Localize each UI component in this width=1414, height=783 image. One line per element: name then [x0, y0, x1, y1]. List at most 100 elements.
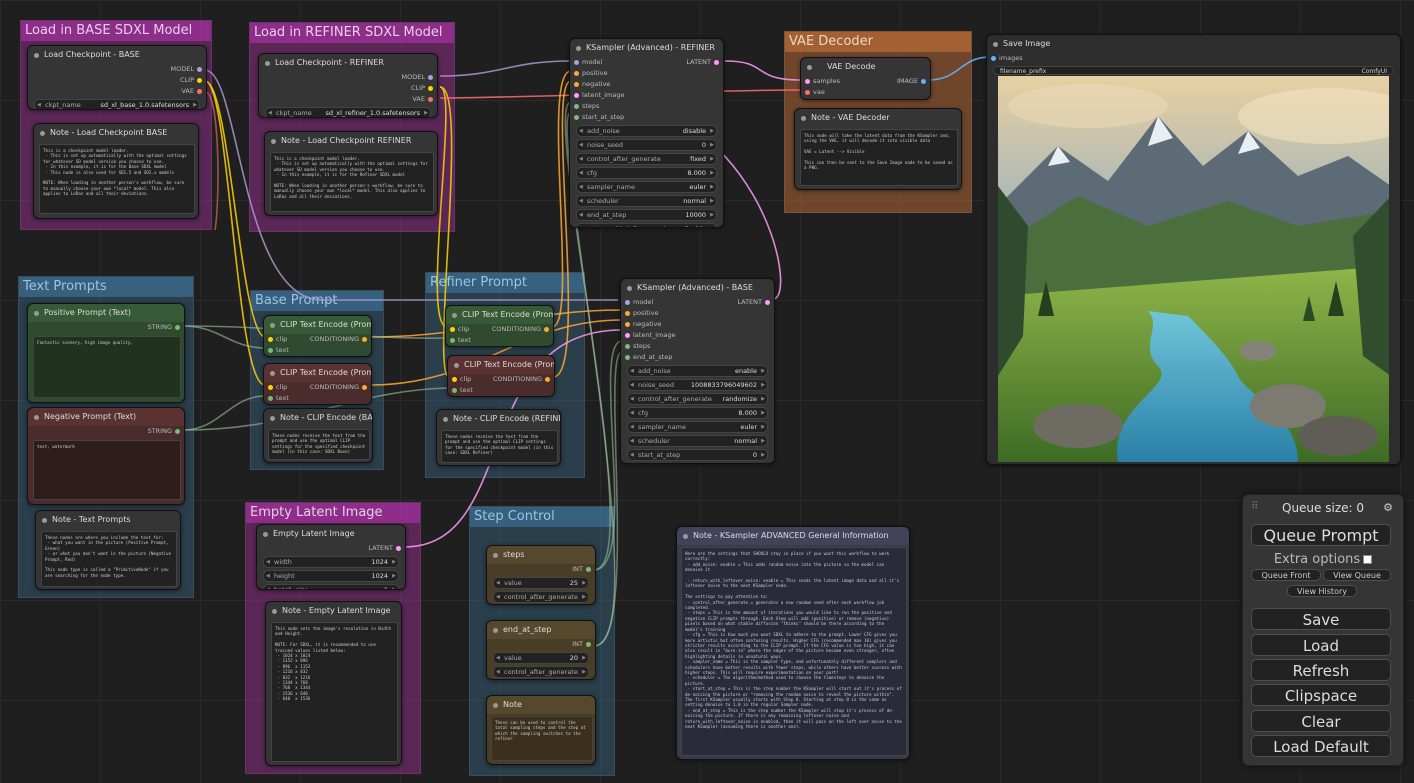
input-start-at-step[interactable]: start_at_step — [570, 112, 660, 123]
node-clip-encode-base-negative[interactable]: CLIP Text Encode (Prompt) clip text COND… — [263, 363, 372, 405]
note-text[interactable]: This node will take the latent data from… — [800, 129, 958, 186]
view-queue-button[interactable]: View Queue — [1323, 569, 1391, 581]
input-dot[interactable] — [450, 327, 455, 332]
node-load-checkpoint-base[interactable]: Load Checkpoint - BASE MODEL CLIP VAE ck… — [27, 45, 207, 110]
node-clip-encode-refiner-positive[interactable]: CLIP Text Encode (Prompt) clip text COND… — [445, 305, 554, 347]
output-string[interactable]: STRING — [28, 426, 184, 437]
node-vae-decode[interactable]: VAE Decode samples vae IMAGE — [800, 57, 931, 100]
input-positive[interactable]: positive — [621, 308, 711, 319]
output-dot[interactable] — [175, 325, 180, 330]
node-title[interactable]: VAE Decode — [801, 58, 930, 76]
node-title[interactable]: Positive Prompt (Text) — [28, 304, 184, 322]
output-clip[interactable]: CLIP — [259, 83, 437, 94]
input-dot[interactable] — [268, 348, 273, 353]
node-title[interactable]: Note - Load Checkpoint REFINER — [265, 132, 437, 150]
output-conditioning[interactable]: CONDITIONING — [301, 334, 371, 345]
node-load-checkpoint-refiner[interactable]: Load Checkpoint - REFINER MODEL CLIP VAE… — [258, 53, 438, 118]
queue-front-button[interactable]: Queue Front — [1251, 569, 1321, 581]
output-dot[interactable] — [428, 75, 433, 80]
note-text[interactable]: These can be used to control the total s… — [491, 716, 593, 761]
note-text[interactable]: Here are the settings that SHOULD stay i… — [681, 547, 907, 756]
node-title[interactable]: KSampler (Advanced) - REFINER — [570, 39, 723, 57]
node-title[interactable]: Load Checkpoint - BASE — [28, 46, 206, 64]
output-dot[interactable] — [428, 86, 433, 91]
negative-prompt-textarea[interactable]: text, watermark — [33, 440, 181, 500]
node-note-checkpoint-base[interactable]: Note - Load Checkpoint BASE This is a ch… — [33, 123, 199, 219]
input-dot[interactable] — [268, 385, 273, 390]
input-dot[interactable] — [452, 377, 457, 382]
node-note-ksampler-general[interactable]: Note - KSampler ADVANCED General Informa… — [676, 526, 910, 760]
clear-button[interactable]: Clear — [1251, 710, 1391, 732]
node-title[interactable]: Note - VAE Decoder — [795, 109, 961, 127]
input-latent-image[interactable]: latent_image — [621, 330, 711, 341]
input-end-at-step[interactable]: end_at_step — [621, 352, 711, 363]
input-steps[interactable]: steps — [570, 101, 660, 112]
node-title[interactable]: KSampler (Advanced) - BASE — [621, 279, 774, 297]
node-note-checkpoint-refiner[interactable]: Note - Load Checkpoint REFINER This is a… — [264, 131, 438, 216]
output-dot[interactable] — [921, 79, 926, 84]
node-title[interactable]: CLIP Text Encode (Prompt) — [264, 364, 371, 382]
input-dot[interactable] — [625, 311, 630, 316]
input-text[interactable]: text — [264, 393, 309, 404]
output-dot[interactable] — [544, 327, 549, 332]
queue-prompt-button[interactable]: Queue Prompt — [1251, 524, 1391, 546]
node-title[interactable]: Note - Empty Latent Image — [266, 602, 401, 620]
node-clip-encode-base-positive[interactable]: CLIP Text Encode (Prompt) clip text COND… — [263, 315, 372, 357]
output-dot[interactable] — [197, 67, 202, 72]
input-dot[interactable] — [625, 322, 630, 327]
input-text[interactable]: text — [264, 345, 309, 356]
node-title[interactable]: Empty Latent Image — [257, 525, 405, 543]
input-dot[interactable] — [574, 93, 579, 98]
output-dot[interactable] — [396, 546, 401, 551]
node-title[interactable]: Note - Load Checkpoint BASE — [34, 124, 198, 142]
input-dot[interactable] — [452, 388, 457, 393]
output-dot[interactable] — [586, 642, 591, 647]
output-dot[interactable] — [197, 89, 202, 94]
input-dot[interactable] — [268, 337, 273, 342]
input-vae[interactable]: vae — [801, 87, 871, 98]
input-dot[interactable] — [574, 104, 579, 109]
node-note-empty-latent-image[interactable]: Note - Empty Latent Image This node sets… — [265, 601, 402, 766]
input-dot[interactable] — [991, 56, 996, 61]
node-ksampler-base[interactable]: KSampler (Advanced) - BASE model positiv… — [620, 278, 775, 464]
positive-prompt-textarea[interactable]: Fantastic scenery, high image quality, — [33, 336, 181, 398]
node-title[interactable]: Note - CLIP Encode (BASE) — [264, 409, 372, 427]
input-steps[interactable]: steps — [621, 341, 711, 352]
node-title[interactable]: Load Checkpoint - REFINER — [259, 54, 437, 72]
load-button[interactable]: Load — [1251, 634, 1391, 656]
node-title[interactable]: steps — [487, 546, 595, 564]
output-vae[interactable]: VAE — [259, 94, 437, 105]
output-dot[interactable] — [428, 97, 433, 102]
output-string[interactable]: STRING — [28, 322, 184, 333]
output-dot[interactable] — [586, 567, 591, 572]
node-title[interactable]: Save Image — [987, 35, 1400, 53]
image-preview[interactable] — [998, 76, 1389, 462]
input-dot[interactable] — [625, 333, 630, 338]
clipspace-button[interactable]: Clipspace — [1251, 684, 1391, 706]
node-title[interactable]: CLIP Text Encode (Prompt) — [264, 316, 371, 334]
input-latent-image[interactable]: latent_image — [570, 90, 660, 101]
view-history-button[interactable]: View History — [1287, 585, 1357, 597]
input-dot[interactable] — [805, 79, 810, 84]
output-image[interactable]: IMAGE — [870, 76, 930, 87]
node-title[interactable]: Negative Prompt (Text) — [28, 408, 184, 426]
node-title[interactable]: CLIP Text Encode (Prompt) — [448, 356, 554, 374]
save-button[interactable]: Save — [1251, 608, 1391, 630]
input-dot[interactable] — [625, 355, 630, 360]
node-positive-prompt[interactable]: Positive Prompt (Text) STRING Fantastic … — [27, 303, 185, 403]
node-note-steps[interactable]: Note These can be used to control the to… — [486, 695, 596, 765]
